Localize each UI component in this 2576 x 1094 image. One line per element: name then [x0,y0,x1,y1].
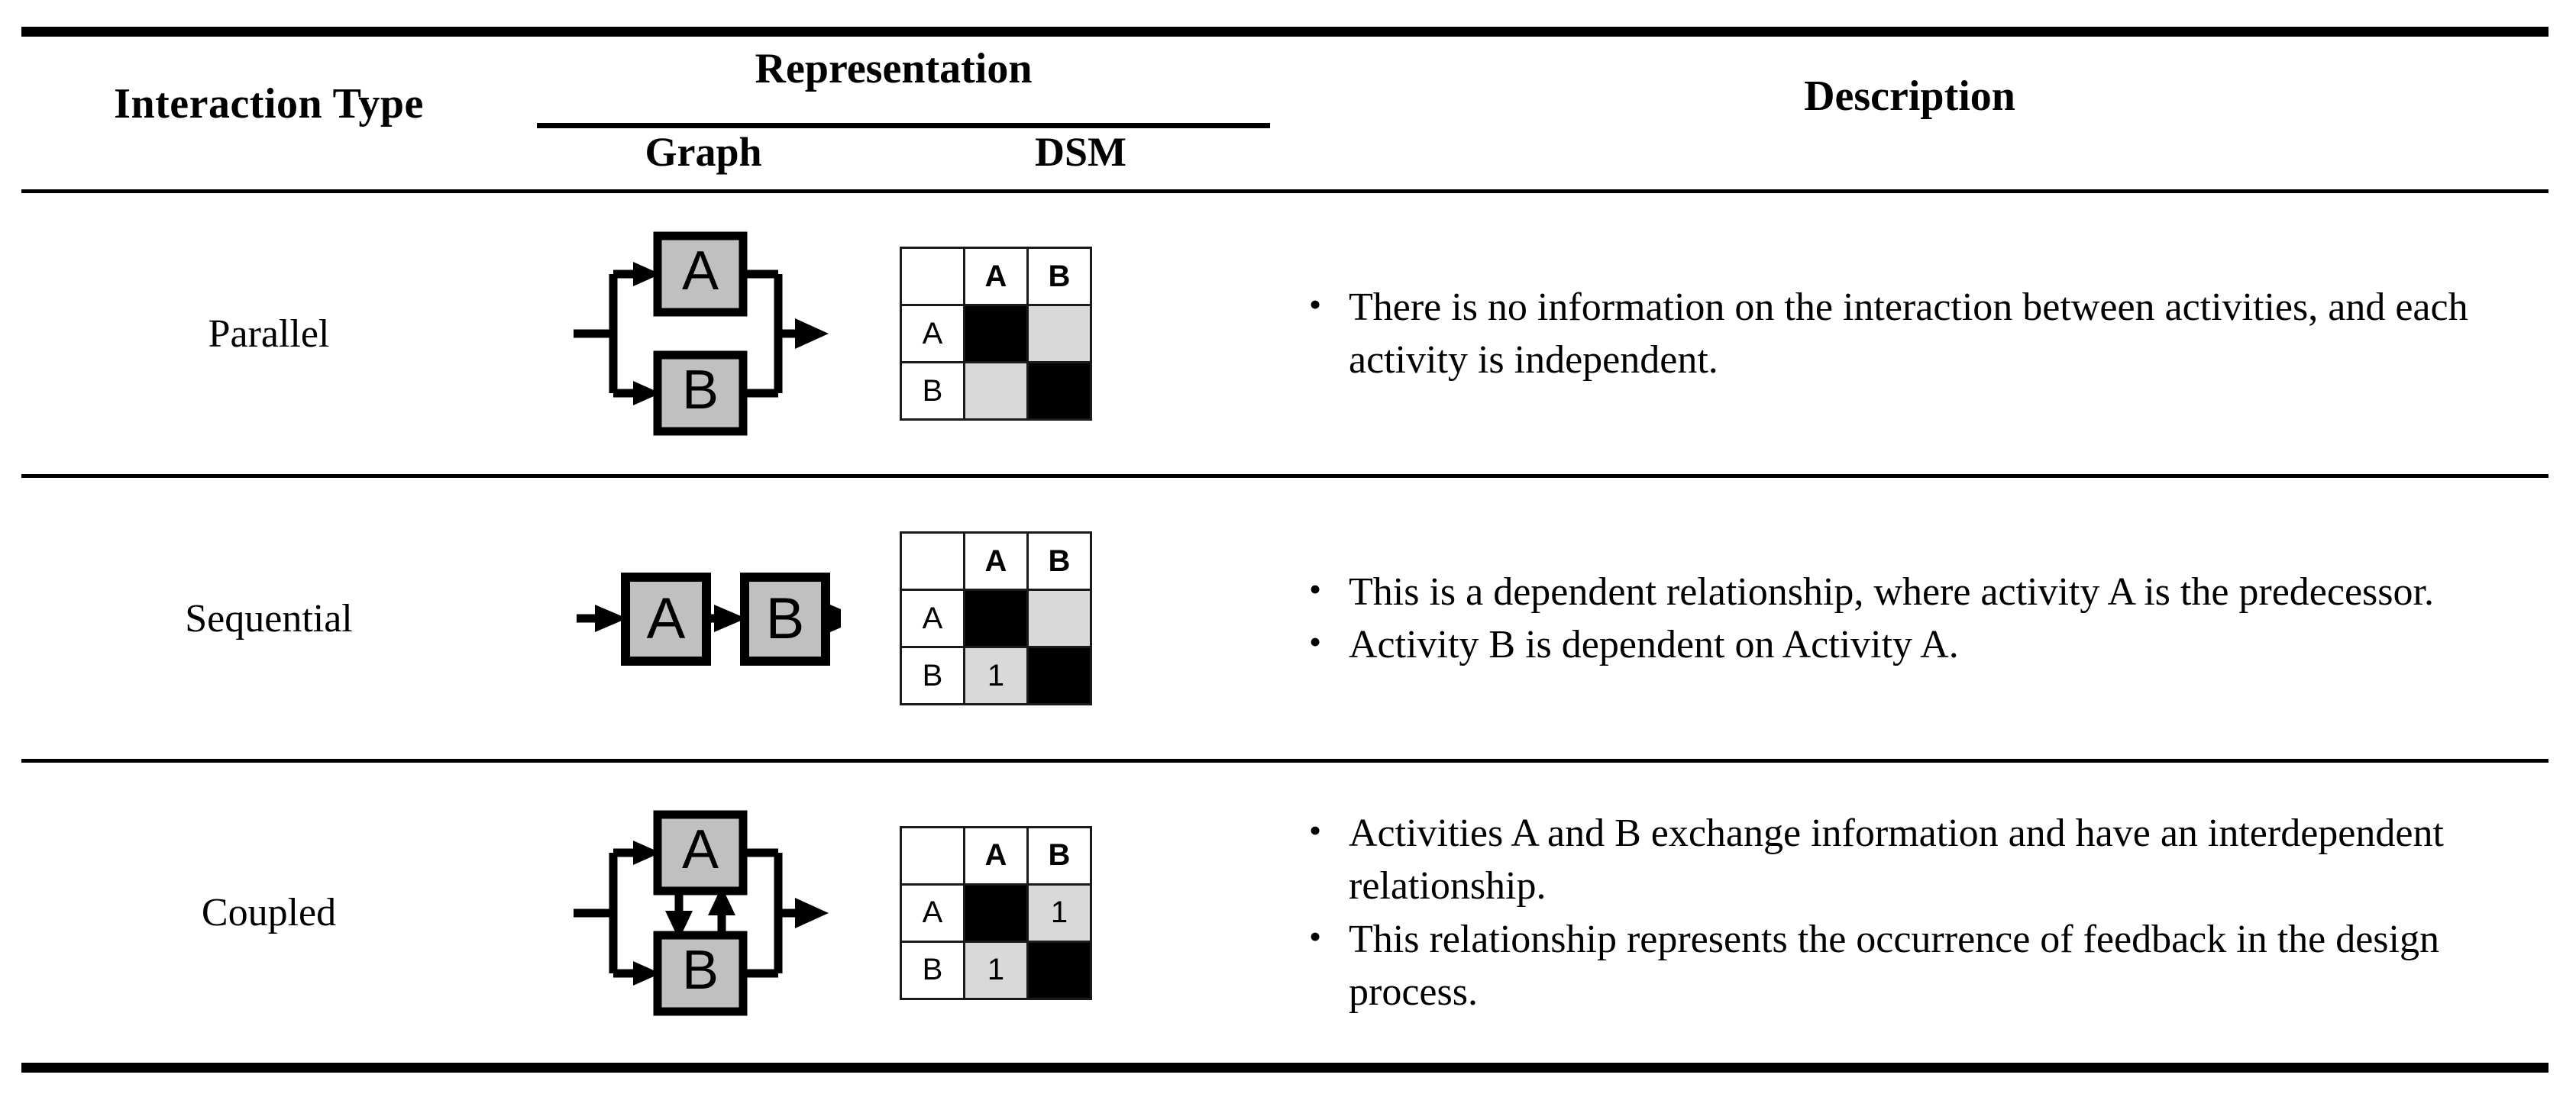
cell-graph-coupled: A B [516,763,890,1063]
dsm-row-a: A 1 [900,883,1092,943]
table-row: Coupled A B [21,763,2549,1063]
list-item: • Activities A and B exchange informatio… [1304,807,2549,912]
dsm-cell-b-a: 1 [963,940,1029,1000]
dsm-col-header-a: A [963,531,1029,591]
column-header-interaction-type: Interaction Type [114,80,424,127]
cell-description-sequential: • This is a dependent relationship, wher… [1271,478,2549,759]
list-item: • Activity B is dependent on Activity A. [1304,618,2549,671]
dsm-cell-b-b [1026,646,1092,705]
bullet-icon: • [1309,622,1322,661]
dsm-row-header-a: A [900,589,965,648]
cell-graph-sequential: A B [516,478,890,759]
dsm-row-header-b: B [900,940,965,1000]
dsm-row-header-b: B [900,646,965,705]
dsm-corner-cell [900,825,965,886]
graph-node-label: B [766,586,805,651]
dsm-header-row: A B [900,825,1092,886]
dsm-cell-b-b [1026,361,1092,421]
parallel-graph-icon: A B [574,231,829,436]
dsm-cell-b-a [963,361,1029,421]
graph-node-label: B [682,360,719,421]
cell-dsm-coupled: A B A 1 B 1 [890,763,1271,1063]
interaction-type-table: Interaction Type Representation Graph DS… [21,27,2549,1073]
dsm-cell-a-b [1026,304,1092,363]
cell-graph-parallel: A B [516,193,890,474]
dsm-cell-b-a: 1 [963,646,1029,705]
description-text: This relationship represents the occurre… [1349,917,2439,1014]
representation-underline [537,123,1270,128]
table-bottom-rule [21,1063,2549,1073]
cell-dsm-parallel: A B A B [890,193,1271,474]
dsm-header-row: A B [900,247,1092,306]
dsm-matrix: A B A B 1 [900,531,1092,705]
dsm-col-header-b: B [1026,247,1092,306]
list-item: • This relationship represents the occur… [1304,913,2549,1018]
dsm-row-b: B 1 [900,646,1092,705]
dsm-cell-a-a [963,304,1029,363]
dsm-row-b: B [900,361,1092,421]
table-row: Parallel A B [21,193,2549,474]
graph-node-label: A [647,586,686,651]
description-text: Activities A and B exchange information … [1349,812,2444,908]
dsm-cell-a-b [1026,589,1092,648]
dsm-cell-a-b: 1 [1026,883,1092,943]
description-text: Activity B is dependent on Activity A. [1349,623,1959,666]
cell-interaction-type: Coupled [201,891,337,934]
row-divider-1 [21,474,2549,478]
column-header-graph: Graph [645,129,762,175]
table-row: Sequential A B [21,478,2549,759]
cell-dsm-sequential: A B A B 1 [890,478,1271,759]
dsm-col-header-b: B [1026,531,1092,591]
dsm-row-header-b: B [900,361,965,421]
column-header-description: Description [1804,73,2015,120]
dsm-cell-a-a [963,589,1029,648]
dsm-matrix: A B A 1 B 1 [900,825,1092,1000]
bullet-icon: • [1309,284,1322,324]
dsm-col-header-b: B [1026,825,1092,886]
dsm-matrix: A B A B [900,247,1092,421]
cell-description-coupled: • Activities A and B exchange informatio… [1271,763,2549,1063]
cell-description-parallel: • There is no information on the interac… [1271,193,2549,474]
dsm-corner-cell [900,247,965,306]
graph-node-label: B [682,940,719,1001]
sequential-graph-icon: A B [577,573,841,666]
list-item: • This is a dependent relationship, wher… [1304,566,2549,618]
dsm-header-row: A B [900,531,1092,591]
dsm-row-header-a: A [900,304,965,363]
cell-interaction-type: Sequential [185,596,353,641]
graph-node-label: A [682,240,719,302]
dsm-corner-cell [900,531,965,591]
row-divider-2 [21,759,2549,763]
bullet-icon: • [1309,569,1322,608]
column-header-dsm: DSM [1035,129,1126,175]
bullet-icon: • [1309,811,1322,850]
dsm-row-header-a: A [900,883,965,943]
dsm-row-a: A [900,589,1092,648]
graph-node-label: A [682,819,719,880]
dsm-row-a: A [900,304,1092,363]
bullet-icon: • [1309,916,1322,956]
description-text: This is a dependent relationship, where … [1349,570,2434,614]
table-header: Interaction Type Representation Graph DS… [21,37,2549,189]
dsm-row-b: B 1 [900,940,1092,1000]
dsm-cell-b-b [1026,940,1092,1000]
coupled-graph-icon: A B [574,810,829,1015]
description-text: There is no information on the interacti… [1349,285,2468,382]
list-item: • There is no information on the interac… [1304,281,2549,386]
dsm-col-header-a: A [963,825,1029,886]
dsm-cell-a-a [963,883,1029,943]
table-top-rule [21,27,2549,37]
header-bottom-rule [21,189,2549,193]
dsm-col-header-a: A [963,247,1029,306]
cell-interaction-type: Parallel [208,311,330,356]
column-header-representation: Representation [755,45,1033,92]
